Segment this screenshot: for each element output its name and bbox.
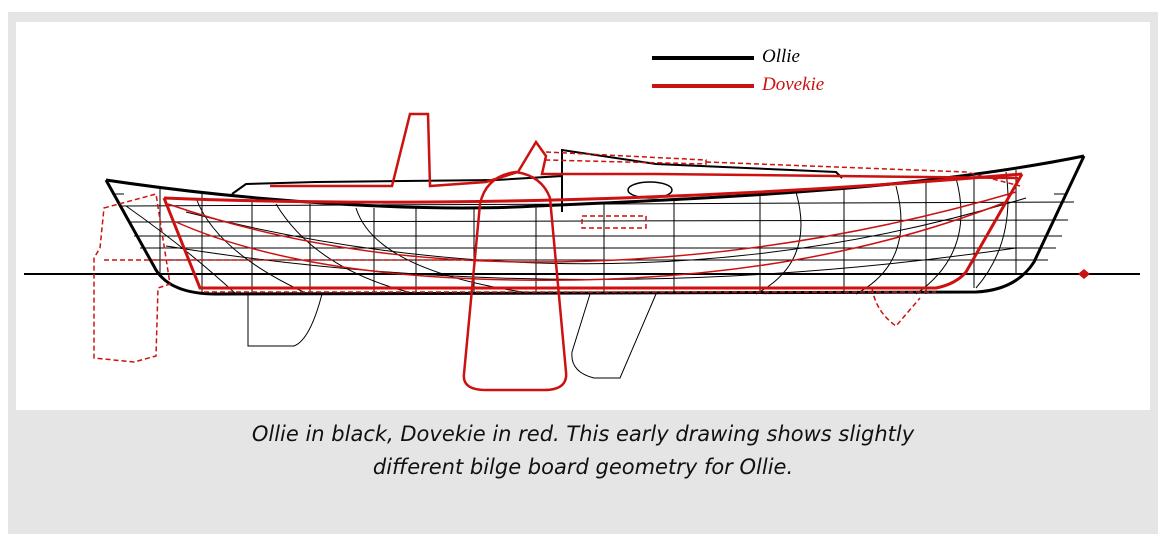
hull-lines-drawing: Ollie Dovekie	[24, 46, 1140, 392]
dovekie-skeg	[871, 287, 921, 328]
caption-line-2: different bilge board geometry for Ollie…	[372, 455, 794, 479]
hull-drawing-panel: Ollie Dovekie	[16, 22, 1150, 410]
dovekie-bow-deck	[705, 161, 1021, 187]
dovekie-buttock-curves	[167, 191, 1017, 281]
legend-label-ollie: Ollie	[762, 46, 800, 67]
dovekie-cabin	[270, 112, 1019, 188]
dovekie-hatch	[581, 215, 647, 229]
ollie-rudder	[247, 293, 323, 347]
ollie-waterlines	[119, 201, 1075, 261]
legend: Ollie Dovekie	[652, 46, 824, 95]
caption-line-1: Ollie in black, Dovekie in red. This ear…	[251, 422, 915, 446]
ollie-buttock-curves	[125, 171, 1027, 295]
dovekie-deck-edge	[545, 151, 707, 165]
waterline-tick-mark	[1078, 269, 1090, 279]
ollie-station-lines	[159, 170, 1017, 294]
dovekie-sheer-line	[163, 172, 1023, 204]
ollie-bilge-board	[571, 293, 657, 379]
dovekie-hull	[93, 112, 1024, 392]
ollie-deckhouse	[231, 148, 843, 195]
legend-label-dovekie: Dovekie	[761, 74, 824, 95]
ollie-hull-profile	[104, 155, 1086, 296]
dovekie-centerboard	[462, 170, 568, 392]
ollie-hull	[104, 148, 1086, 379]
dovekie-outboard-rudder	[93, 193, 171, 363]
dovekie-hull-profile	[162, 173, 1024, 290]
figure-caption: Ollie in black, Dovekie in red. This ear…	[16, 418, 1150, 484]
